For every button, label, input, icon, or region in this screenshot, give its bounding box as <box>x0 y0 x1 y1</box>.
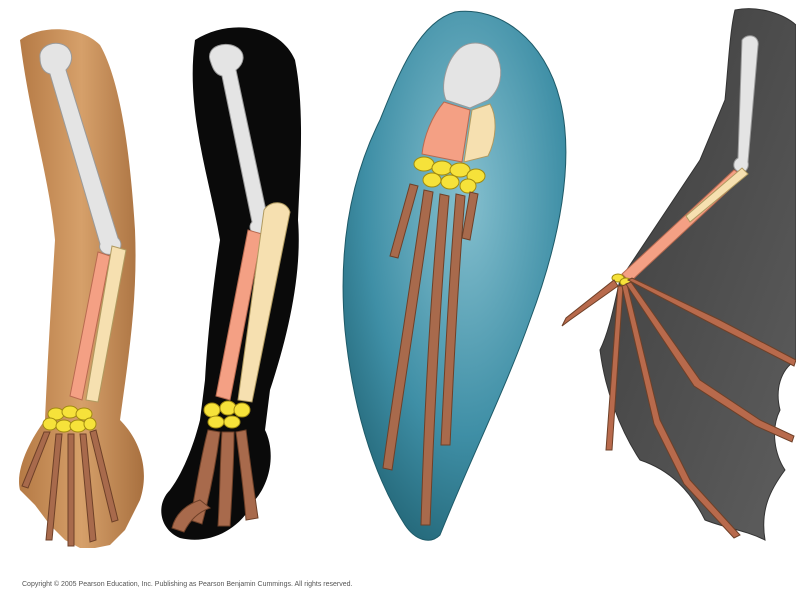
copyright-notice: Copyright © 2005 Pearson Education, Inc.… <box>22 581 352 588</box>
whale-flipper <box>343 11 566 540</box>
cat-foreleg <box>161 27 301 539</box>
human-skin <box>19 29 144 548</box>
bat-wing <box>562 9 796 540</box>
human-arm <box>19 29 144 548</box>
